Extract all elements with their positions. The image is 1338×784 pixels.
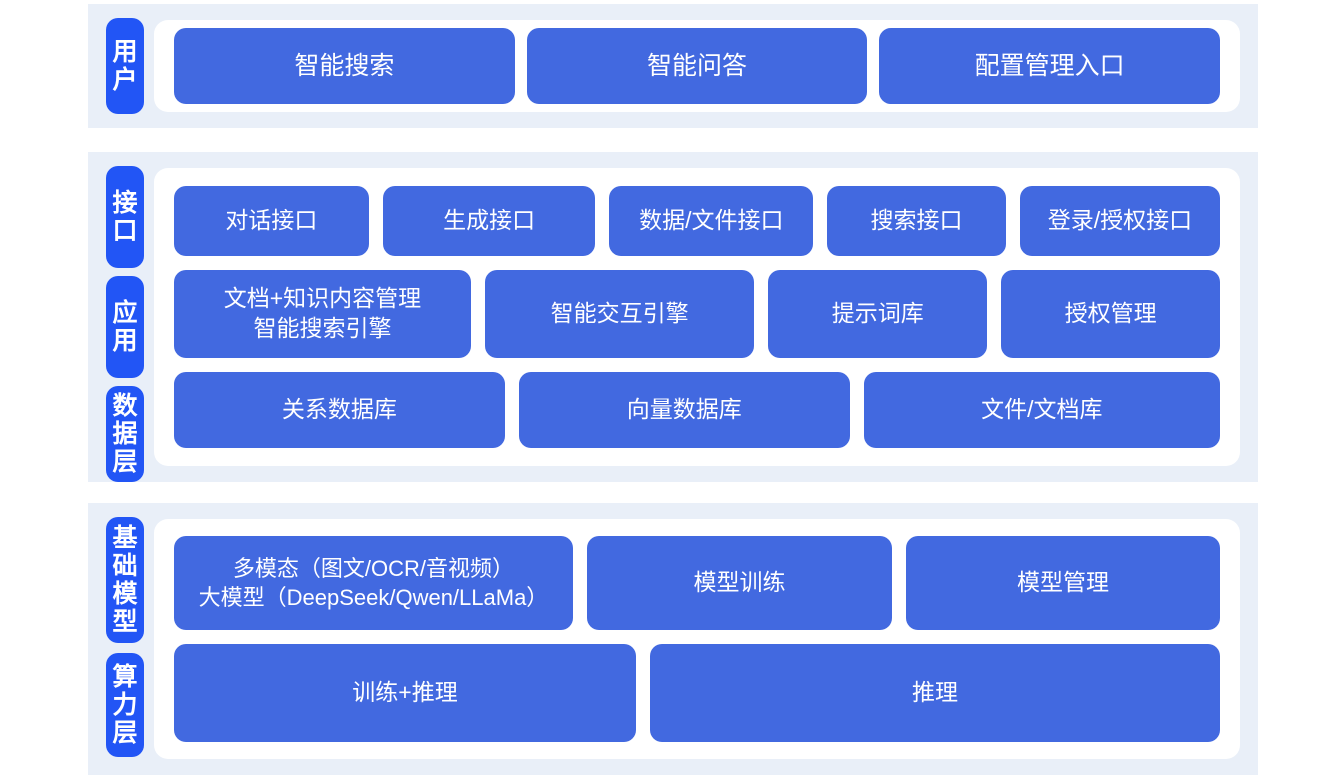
layer-tab-data[interactable]: 数 据 层 xyxy=(106,386,144,482)
row-user-entries: 智能搜索 智能问答 配置管理入口 xyxy=(174,28,1221,104)
box-file-document-store[interactable]: 文件/文档库 xyxy=(863,372,1220,448)
box-data-file-api[interactable]: 数据/文件接口 xyxy=(609,186,814,256)
section-platform-layers: 接 口 应 用 数 据 层 对话接口 生成接口 数据/文件接口 搜索接口 登录/… xyxy=(88,152,1258,482)
layer-tab-application-char-1: 用 xyxy=(112,327,138,355)
row-data-stores: 关系数据库 向量数据库 文件/文档库 xyxy=(174,372,1220,448)
box-prompt-library[interactable]: 提示词库 xyxy=(768,270,988,358)
layer-tab-user[interactable]: 用 户 xyxy=(106,18,144,114)
section-infrastructure-layers: 基 础 模 型 算 力 层 多模态（图文/OCR/音视频） 大模型（DeepSe… xyxy=(88,503,1258,775)
box-smart-interaction-engine[interactable]: 智能交互引擎 xyxy=(484,270,755,358)
row-interface-apis: 对话接口 生成接口 数据/文件接口 搜索接口 登录/授权接口 xyxy=(174,186,1220,256)
layer-tab-interface-char-0: 接 xyxy=(112,188,138,217)
layer-tab-interface[interactable]: 接 口 xyxy=(106,166,144,268)
box-login-auth-api[interactable]: 登录/授权接口 xyxy=(1019,186,1220,256)
row-model-capabilities: 多模态（图文/OCR/音视频） 大模型（DeepSeek/Qwen/LLaMa）… xyxy=(174,536,1220,630)
layer-tab-user-char-0: 用 xyxy=(112,37,138,66)
layer-tab-foundation-model-char-3: 型 xyxy=(112,608,138,637)
layer-tab-application[interactable]: 应 用 xyxy=(106,276,144,378)
box-training-and-inference[interactable]: 训练+推理 xyxy=(174,644,636,742)
layer-tab-column-infrastructure: 基 础 模 型 算 力 层 xyxy=(88,503,154,775)
layer-tab-column-platform: 接 口 应 用 数 据 层 xyxy=(88,152,154,482)
box-dialog-api[interactable]: 对话接口 xyxy=(174,186,369,256)
box-smart-search[interactable]: 智能搜索 xyxy=(174,28,515,104)
box-inference[interactable]: 推理 xyxy=(650,644,1220,742)
layer-tab-foundation-model-char-1: 础 xyxy=(112,551,138,580)
box-authorization-management[interactable]: 授权管理 xyxy=(1001,270,1220,358)
card-user-layer: 智能搜索 智能问答 配置管理入口 xyxy=(154,20,1240,112)
box-search-api[interactable]: 搜索接口 xyxy=(827,186,1006,256)
box-multimodal-large-model[interactable]: 多模态（图文/OCR/音视频） 大模型（DeepSeek/Qwen/LLaMa） xyxy=(174,536,573,630)
section-user-layer: 用 户 智能搜索 智能问答 配置管理入口 xyxy=(88,4,1258,128)
box-smart-qa[interactable]: 智能问答 xyxy=(526,28,868,104)
layer-tab-user-char-1: 户 xyxy=(112,66,138,94)
box-model-management[interactable]: 模型管理 xyxy=(906,536,1220,630)
row-application-modules: 文档+知识内容管理 智能搜索引擎 智能交互引擎 提示词库 授权管理 xyxy=(174,270,1220,358)
layer-tab-data-char-1: 据 xyxy=(112,419,138,448)
layer-tab-column-user: 用 户 xyxy=(88,4,154,128)
layer-tab-data-char-2: 层 xyxy=(112,448,138,477)
layer-tab-foundation-model-char-0: 基 xyxy=(112,523,138,552)
box-vector-database[interactable]: 向量数据库 xyxy=(518,372,850,448)
layer-tab-data-char-0: 数 xyxy=(112,391,138,420)
box-generation-api[interactable]: 生成接口 xyxy=(382,186,596,256)
card-infrastructure-layers: 多模态（图文/OCR/音视频） 大模型（DeepSeek/Qwen/LLaMa）… xyxy=(154,519,1240,759)
box-document-knowledge-management[interactable]: 文档+知识内容管理 智能搜索引擎 xyxy=(174,270,471,358)
layer-tab-compute-char-1: 力 xyxy=(112,690,138,719)
layer-tab-compute-char-0: 算 xyxy=(112,662,138,691)
layer-tab-application-char-0: 应 xyxy=(112,298,138,327)
box-config-management-entry[interactable]: 配置管理入口 xyxy=(879,28,1221,104)
layer-tab-foundation-model-char-2: 模 xyxy=(112,580,138,608)
layer-tab-compute-char-2: 层 xyxy=(112,719,138,748)
layer-tab-compute[interactable]: 算 力 层 xyxy=(106,653,144,757)
layer-tab-foundation-model[interactable]: 基 础 模 型 xyxy=(106,517,144,643)
row-compute-capabilities: 训练+推理 推理 xyxy=(174,644,1220,742)
box-relational-database[interactable]: 关系数据库 xyxy=(174,372,505,448)
card-platform-layers: 对话接口 生成接口 数据/文件接口 搜索接口 登录/授权接口 文档+知识内容管理… xyxy=(154,168,1240,466)
box-model-training[interactable]: 模型训练 xyxy=(586,536,893,630)
layer-tab-interface-char-1: 口 xyxy=(112,217,138,245)
